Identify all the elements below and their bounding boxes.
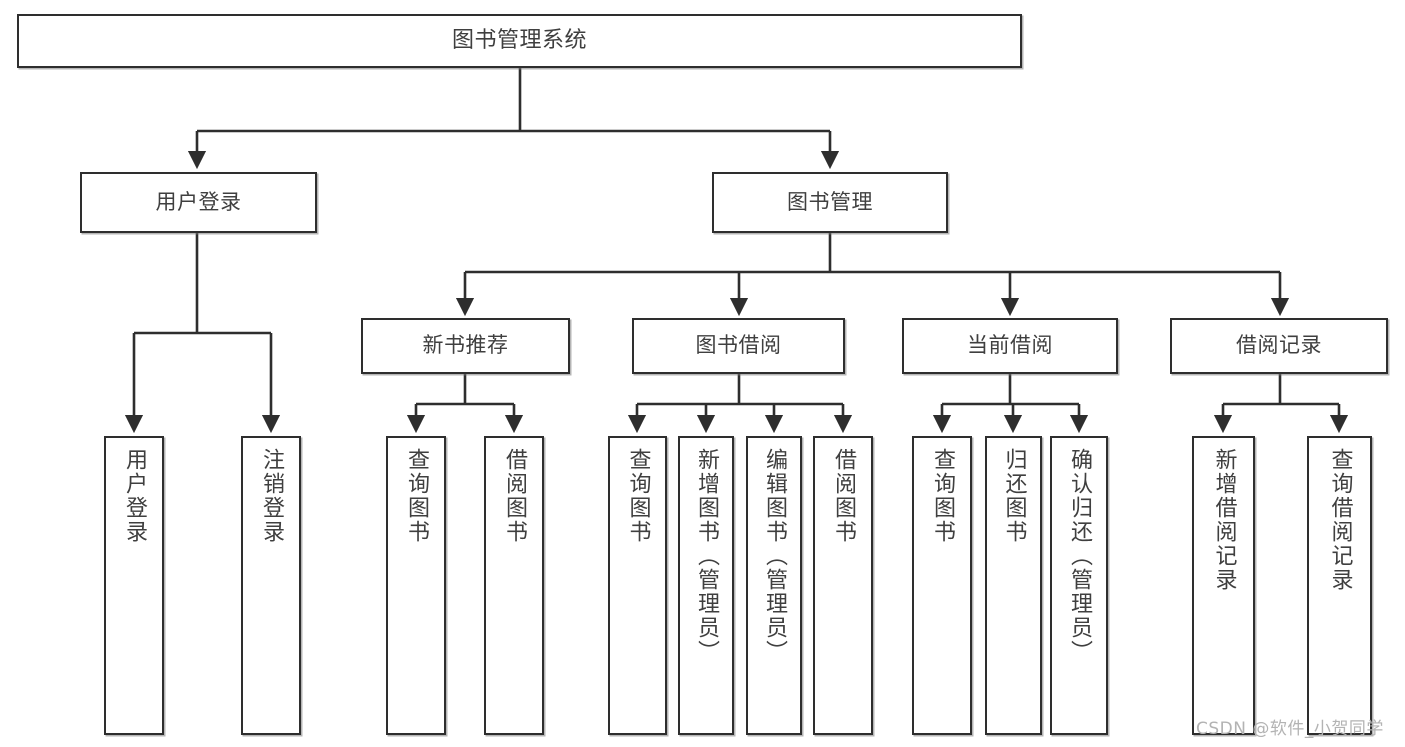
node-label: 用户登录 — [122, 448, 147, 544]
node-label: 查询图书 — [930, 448, 955, 544]
leaf-edit-book-admin[interactable]: 编辑图书（管理员） — [746, 436, 802, 735]
leaf-user-login[interactable]: 用户登录 — [104, 436, 164, 735]
node-label: 图书管理 — [787, 189, 873, 214]
leaf-borrow-book[interactable]: 借阅图书 — [813, 436, 873, 735]
node-root-system[interactable]: 图书管理系统 — [17, 14, 1022, 68]
node-label: 新增借阅记录 — [1211, 448, 1237, 592]
leaf-add-borrow-record[interactable]: 新增借阅记录 — [1192, 436, 1255, 735]
node-label: 归还图书 — [1001, 448, 1027, 544]
node-label: 借阅图书 — [502, 448, 527, 544]
leaf-return-book[interactable]: 归还图书 — [985, 436, 1042, 735]
node-borrow-record[interactable]: 借阅记录 — [1170, 318, 1388, 374]
node-current-borrow[interactable]: 当前借阅 — [902, 318, 1118, 374]
node-label: 查询借阅记录 — [1327, 448, 1353, 592]
node-label: 借阅记录 — [1236, 333, 1322, 358]
leaf-query-book-recommend[interactable]: 查询图书 — [386, 436, 446, 735]
leaf-query-book-borrow[interactable]: 查询图书 — [608, 436, 667, 735]
node-label: 查询图书 — [625, 448, 651, 544]
node-book-borrow[interactable]: 图书借阅 — [632, 318, 845, 374]
node-label: 注销登录 — [259, 448, 284, 544]
node-label: 新增图书（管理员） — [694, 448, 719, 664]
node-user-login[interactable]: 用户登录 — [80, 172, 317, 233]
node-label: 查询图书 — [404, 448, 429, 544]
node-label: 图书借阅 — [695, 333, 782, 358]
node-label: 用户登录 — [155, 189, 242, 214]
leaf-confirm-return-admin[interactable]: 确认归还（管理员） — [1050, 436, 1108, 735]
node-label: 编辑图书（管理员） — [762, 448, 787, 664]
leaf-query-book-current[interactable]: 查询图书 — [912, 436, 972, 735]
leaf-add-book-admin[interactable]: 新增图书（管理员） — [678, 436, 734, 735]
node-label: 借阅图书 — [831, 448, 856, 544]
node-label: 确认归还（管理员） — [1067, 448, 1092, 664]
node-label: 图书管理系统 — [451, 27, 587, 53]
node-new-book-recommend[interactable]: 新书推荐 — [361, 318, 570, 374]
node-label: 当前借阅 — [967, 333, 1053, 358]
leaf-logout[interactable]: 注销登录 — [241, 436, 301, 735]
leaf-query-borrow-record[interactable]: 查询借阅记录 — [1307, 436, 1372, 735]
node-label: 新书推荐 — [422, 333, 509, 358]
node-book-management[interactable]: 图书管理 — [712, 172, 948, 233]
watermark: CSDN @软件_小贺同学 — [1196, 719, 1384, 739]
leaf-borrow-book-recommend[interactable]: 借阅图书 — [484, 436, 544, 735]
